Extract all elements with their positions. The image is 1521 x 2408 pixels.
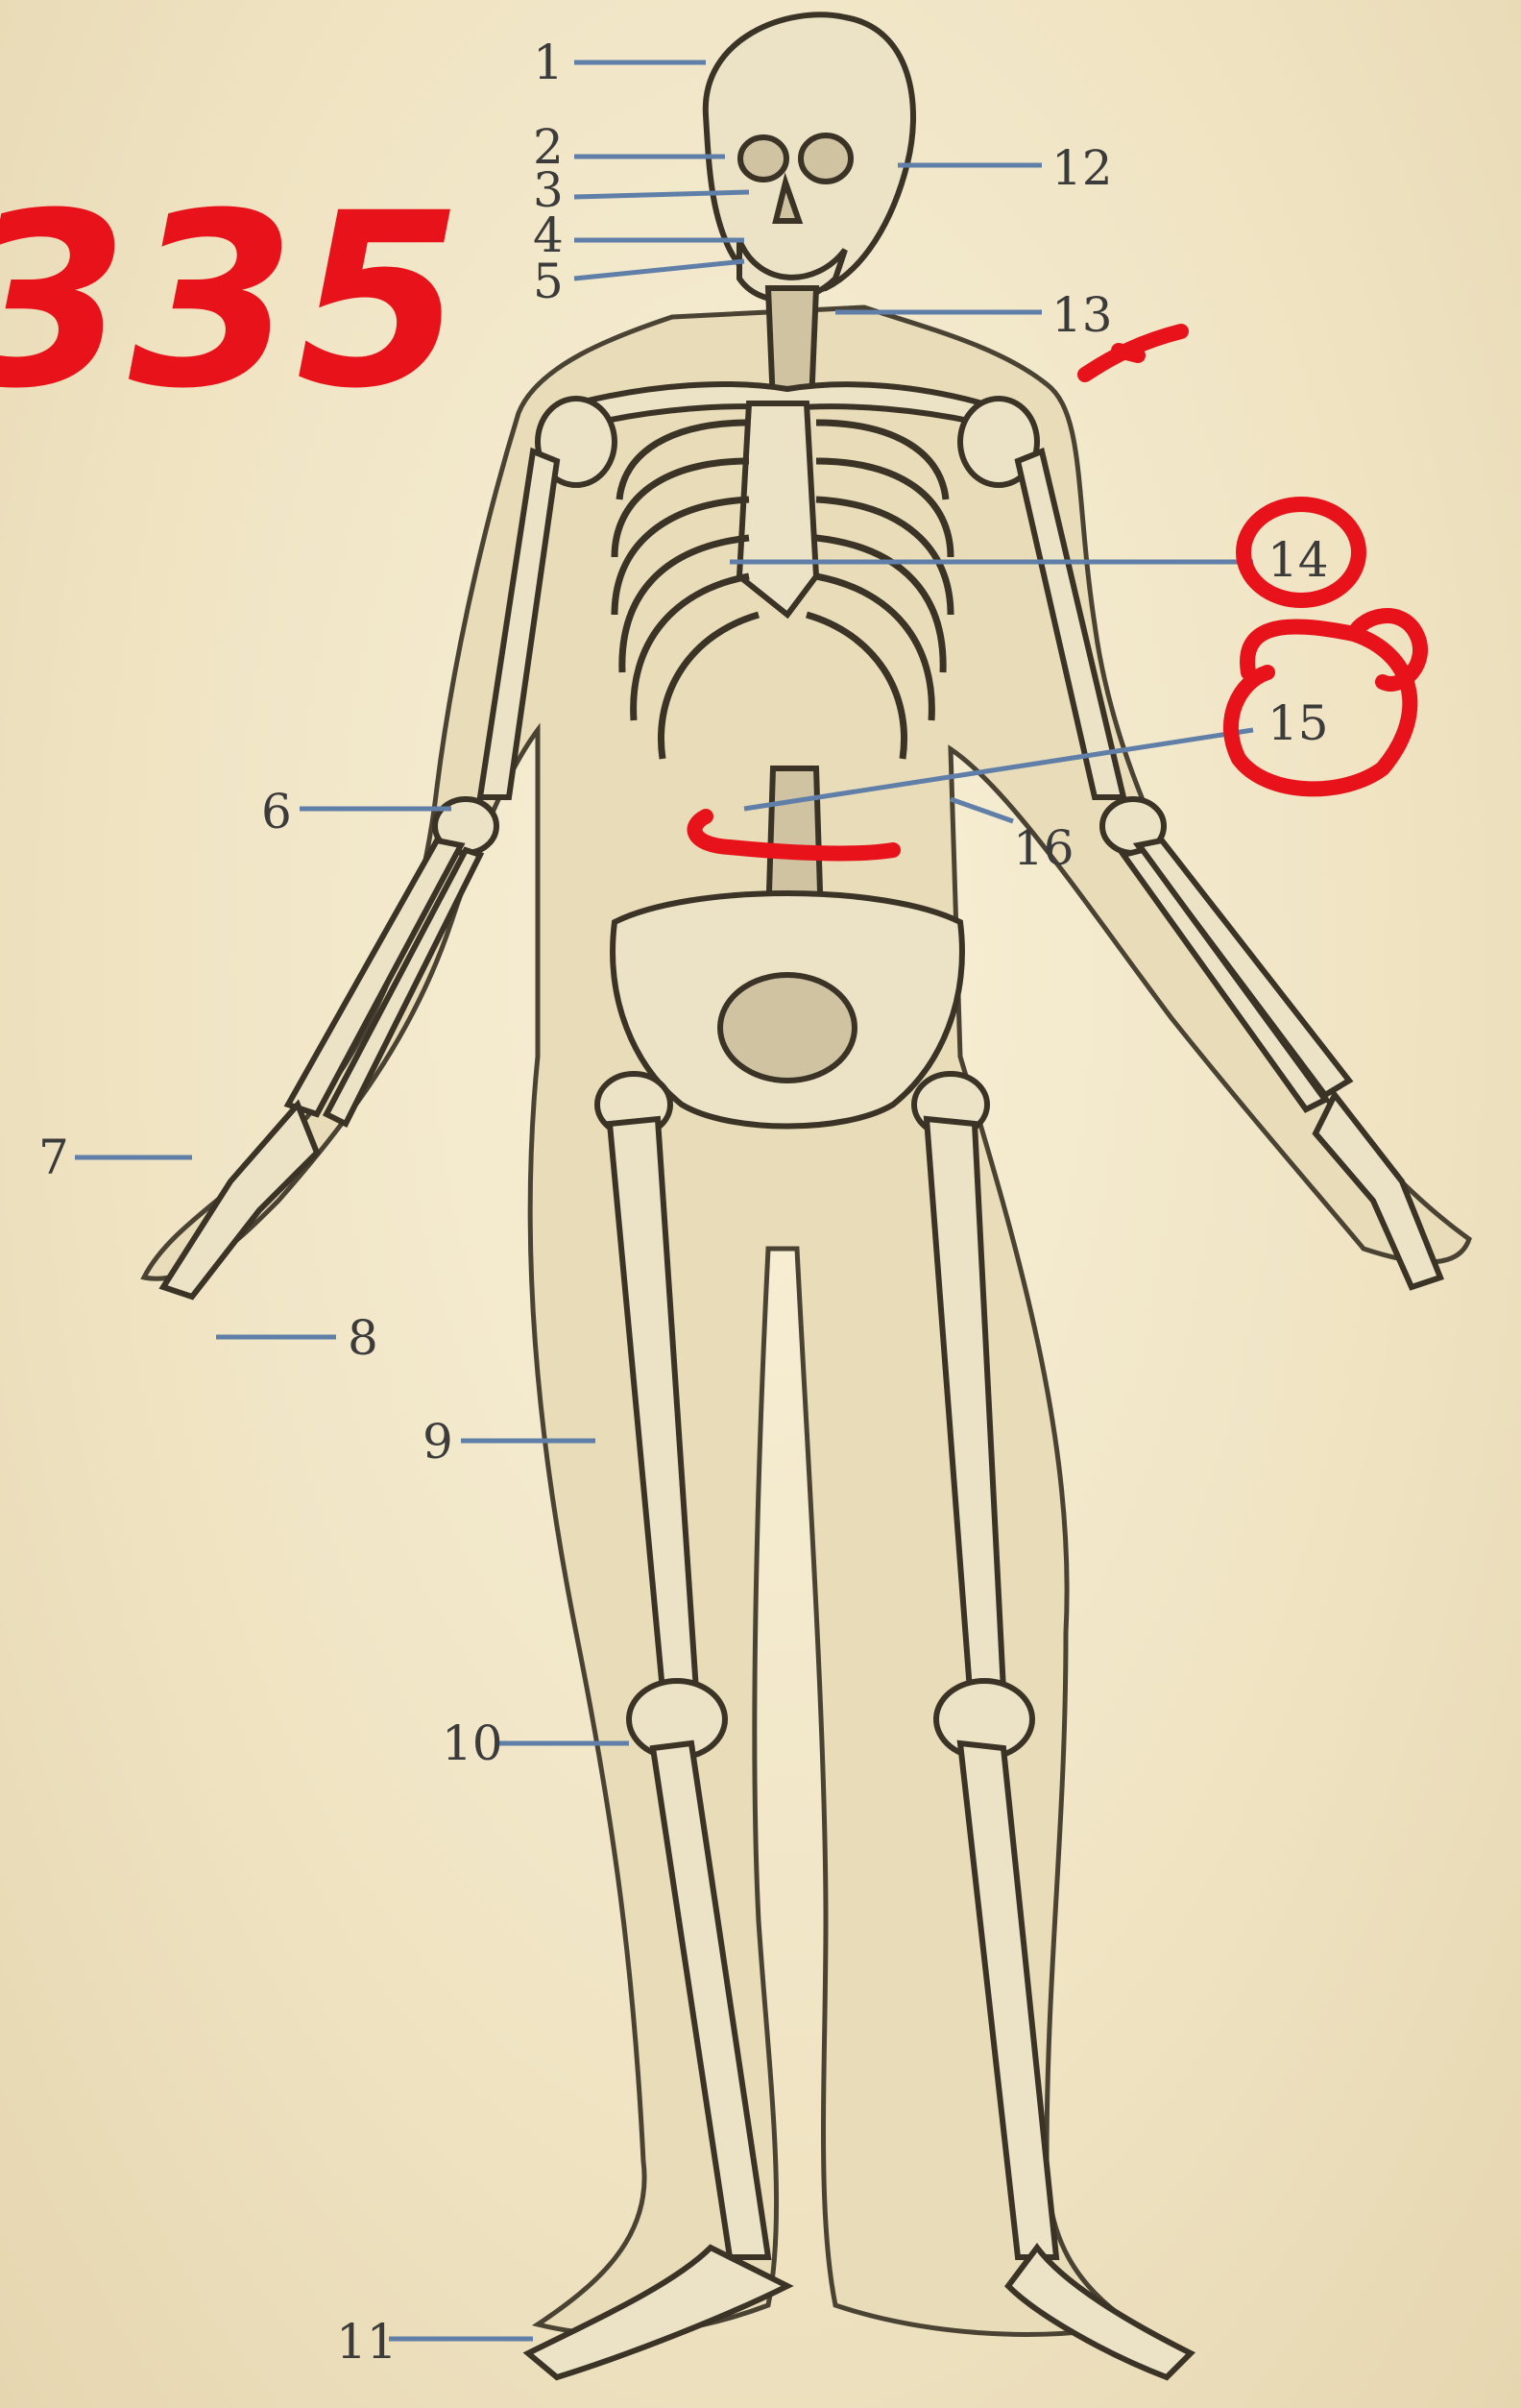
leader-16 [951,799,1013,821]
handwritten-number: 335 [0,161,463,441]
skull [706,14,913,300]
callout-8: 8 [348,1310,378,1366]
callout-6: 6 [261,784,292,839]
callout-7: 7 [38,1130,69,1185]
callout-15: 15 [1268,695,1329,751]
callout-11: 11 [336,2314,398,2370]
callout-13: 13 [1051,287,1113,343]
callout-10: 10 [442,1715,503,1771]
callout-9: 9 [422,1414,453,1470]
callout-1: 1 [533,35,564,90]
callout-5: 5 [533,254,564,309]
callout-14: 14 [1268,532,1329,588]
body-outline [144,307,1469,2334]
callout-16: 16 [1013,820,1074,876]
callout-12: 12 [1051,140,1113,196]
leader-5 [574,261,744,279]
